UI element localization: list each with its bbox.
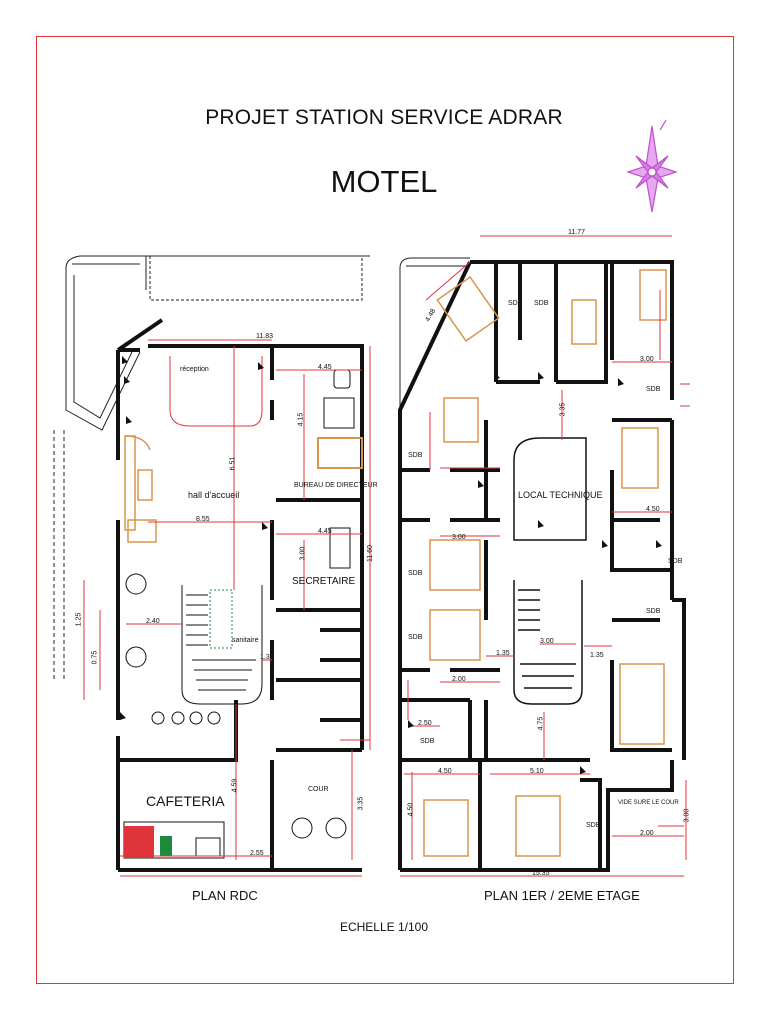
room-bath-label: SDB xyxy=(408,634,423,641)
dim-label: 11.60 xyxy=(367,545,374,562)
dim-label: 2.00 xyxy=(640,830,654,837)
plan-etage-title: PLAN 1ER / 2EME ETAGE xyxy=(484,888,640,903)
dim-label: 1.25 xyxy=(75,612,83,627)
dim-label: 4.15 xyxy=(297,412,305,427)
room-bath-label: SDB xyxy=(668,558,683,565)
room-hall-label: hall d'accueil xyxy=(188,490,240,500)
room-bath-label: SDB xyxy=(508,300,523,307)
room-technical-label: LOCAL TECHNIQUE xyxy=(518,490,603,500)
dim-label: 5.10 xyxy=(530,768,544,775)
room-bath-label: SDB xyxy=(420,738,435,745)
project-title: PROJET STATION SERVICE ADRAR xyxy=(205,106,563,129)
room-bath-label: SDB xyxy=(408,570,423,577)
plan-rdc-title: PLAN RDC xyxy=(192,888,258,903)
dim-label: 3.00 xyxy=(683,808,691,823)
dim-label: 3.35 xyxy=(559,402,567,417)
dim-label: 15.35 xyxy=(532,870,550,877)
dim-label: 3.00 xyxy=(299,546,307,561)
dim-label: 4.50 xyxy=(407,802,415,817)
dim-label: 4.45 xyxy=(318,528,332,535)
drawing-frame xyxy=(36,36,734,984)
dim-label: 1.35 xyxy=(260,654,274,661)
dim-label: 1.35 xyxy=(590,652,604,659)
room-bath-label: SDB xyxy=(408,452,423,459)
dim-label: 2.50 xyxy=(418,720,432,727)
room-cafeteria-label: CAFETERIA xyxy=(146,793,225,809)
room-bath-label: SDB xyxy=(534,300,549,307)
room-sanitary-label: sanitaire xyxy=(232,637,259,644)
dim-label: 3.00 xyxy=(640,356,654,363)
dim-label: 4.45 xyxy=(318,364,332,371)
room-courtyard-label: COUR xyxy=(308,786,329,793)
dim-label: 4.50 xyxy=(438,768,452,775)
room-bath-label: SDB xyxy=(646,608,661,615)
room-secretary-label: SECRETAIRE xyxy=(292,576,356,587)
room-void-label: VIDE SURE LE COUR xyxy=(618,800,679,806)
dim-label: 4.50 xyxy=(646,506,660,513)
dim-label: 8.55 xyxy=(196,516,210,523)
building-title: MOTEL xyxy=(330,164,438,199)
dim-label: 11.83 xyxy=(256,333,273,340)
dim-label: 4.59 xyxy=(231,778,239,793)
dim-label: 2.00 xyxy=(452,676,466,683)
dim-label: 3.00 xyxy=(540,638,554,645)
dim-label: 0.75 xyxy=(91,650,99,665)
dim-label: 2.40 xyxy=(146,618,160,625)
dim-label: 4.75 xyxy=(537,716,545,731)
dim-label: 11.77 xyxy=(568,229,585,236)
scale-label: ECHELLE 1/100 xyxy=(339,920,429,934)
dim-label: 1.35 xyxy=(496,650,510,657)
room-reception-label: réception xyxy=(180,366,209,373)
room-bath-label: SDB xyxy=(646,386,661,393)
dim-label: 6.51 xyxy=(229,456,237,471)
dim-label: 2.55 xyxy=(250,850,264,857)
dim-label: 3.00 xyxy=(452,534,466,541)
room-director-label: BUREAU DE DIRECTEUR xyxy=(294,482,378,489)
room-bath-label: SDB xyxy=(586,822,601,829)
dim-label: 3.35 xyxy=(357,796,365,811)
